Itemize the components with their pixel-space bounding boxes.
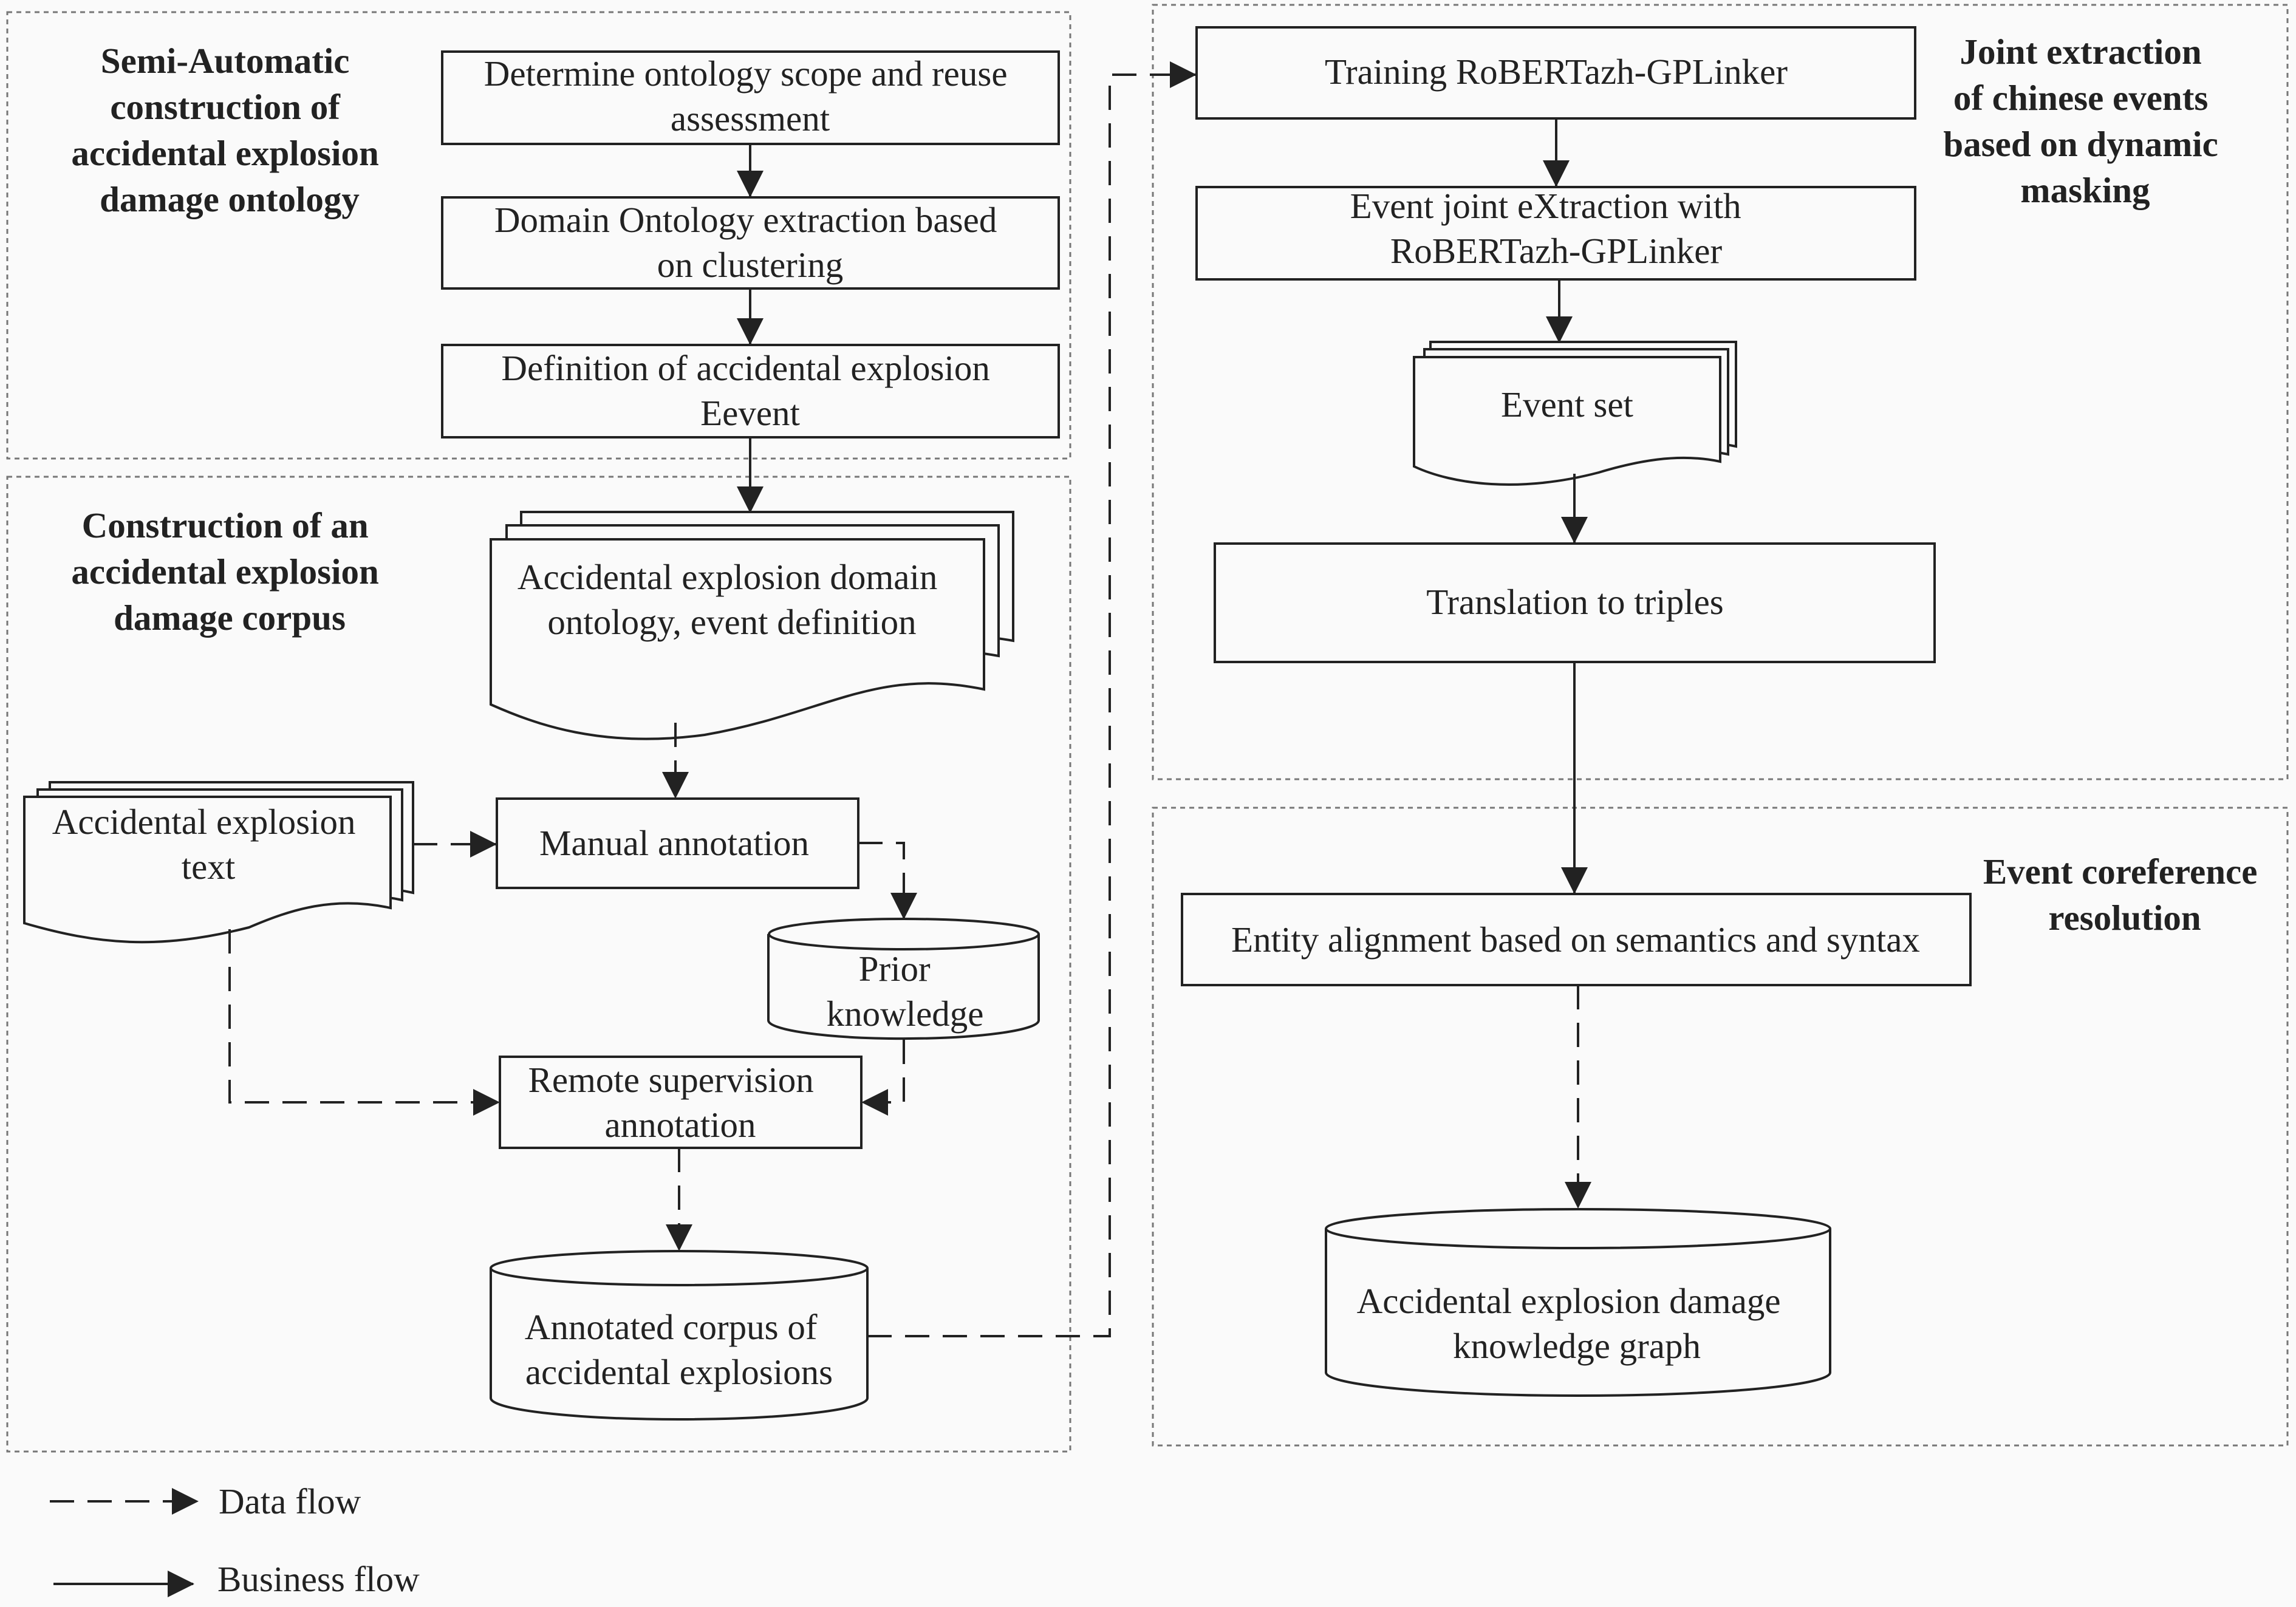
node-ontology-document: Accidental explosion domain ontology, ev… — [490, 511, 1014, 740]
svg-text:Determine ontology scope and r: Determine ontology scope and reuse asses… — [484, 53, 1017, 138]
node-prior-knowledge: Prior knowledge — [767, 918, 1040, 1040]
legend-data-flow-label: Data flow — [219, 1481, 361, 1521]
svg-text:Definition of accidental explo: Definition of accidental explosion Eeven… — [501, 348, 999, 433]
group-title-joint: Joint extraction of chinese events based… — [1943, 32, 2227, 210]
node-scope: Determine ontology scope and reuse asses… — [441, 50, 1060, 145]
svg-text:Accidental explosion tex: Accidental explosion text — [52, 802, 364, 887]
group-ontology-frame — [6, 11, 1071, 460]
group-corpus-frame — [6, 476, 1071, 1453]
node-manual-annotation: Manual annotation — [496, 797, 859, 889]
svg-text:Training RoBERTazh-GPLinker: Training RoBERTazh-GPLinker — [1325, 52, 1788, 92]
node-remote-supervision: Remote supervision annotation — [499, 1056, 863, 1149]
svg-text:Remote supervision annot: Remote supervision annotation — [528, 1060, 822, 1145]
node-triples: Translation to triples — [1214, 542, 1936, 663]
svg-text:Manual annotation: Manual annotation — [539, 823, 809, 863]
edge-manual-to-prior — [858, 842, 917, 920]
legend-business-flow-label: Business flow — [217, 1559, 420, 1599]
legend: Data flow Business flow — [50, 1481, 420, 1599]
node-annotated-corpus: Annotated corpus of accidental explosion… — [490, 1250, 869, 1421]
node-training: Training RoBERTazh-GPLinker — [1195, 26, 1916, 120]
node-event-set: Event set — [1413, 341, 1737, 486]
svg-text:Prior knowledge: Prior knowledge — [827, 949, 984, 1034]
svg-text:Accidental explosion damage: Accidental explosion damage knowledge gr… — [1357, 1281, 1790, 1366]
edge-prior-to-remote — [861, 1040, 905, 1116]
group-title-corpus: Construction of an accidental explosion … — [71, 505, 388, 638]
svg-text:Translation to triples: Translation to triples — [1426, 582, 1724, 622]
group-joint-frame — [1152, 4, 2289, 780]
node-text-document: Accidental explosion text — [23, 781, 414, 944]
edge-text-to-remote — [228, 929, 500, 1116]
edge-corpus-to-training — [867, 61, 1197, 1337]
node-joint-extraction: Event joint eXtraction with RoBERTazh-GP… — [1195, 186, 1916, 281]
svg-text:Annotated corpus of acci: Annotated corpus of accidental explosion… — [525, 1307, 833, 1392]
node-entity-alignment: Entity alignment based on semantics and … — [1181, 893, 1972, 986]
group-coref-frame — [1152, 807, 2289, 1447]
svg-text:Event set: Event set — [1501, 384, 1634, 425]
svg-text:Domain Ontology extraction bas: Domain Ontology extraction based on clus… — [494, 200, 1006, 285]
group-title-coref: Event coreference resolution — [1983, 851, 2266, 938]
svg-text:Accidental explosion domain: Accidental explosion domain ontology, ev… — [518, 557, 946, 642]
svg-text:Event joint eXtraction with: Event joint eXtraction with RoBERTazh-GP… — [1350, 186, 1751, 271]
node-knowledge-graph: Accidental explosion damage knowledge gr… — [1325, 1208, 1831, 1397]
node-definition: Definition of accidental explosion Eeven… — [441, 344, 1060, 438]
svg-text:Entity alignment based on sema: Entity alignment based on semantics and … — [1231, 920, 1920, 960]
group-title-ontology: Semi-Automatic construction of accidenta… — [71, 41, 388, 219]
node-domain-ontology: Domain Ontology extraction based on clus… — [441, 196, 1060, 290]
